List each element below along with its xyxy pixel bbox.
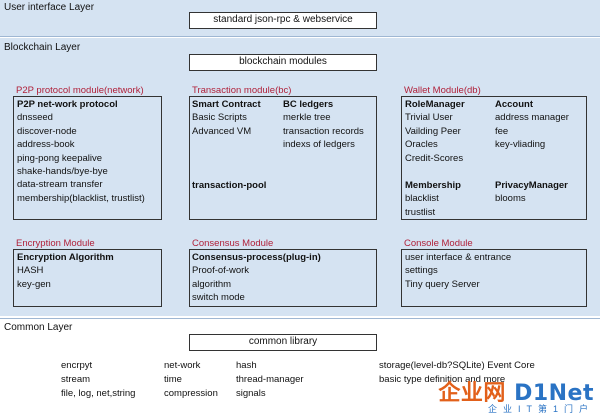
- list-item: Consensus-process(plug-in): [192, 252, 321, 263]
- common-col-4: storage(level-db?SQLite) Event Core basi…: [379, 359, 535, 387]
- role-manager-list: RoleManager Trivial User Vailding Peer O…: [405, 98, 465, 165]
- common-col-1: encrpyt stream file, log, net,string: [61, 359, 135, 400]
- smart-contract-list: Smart Contract Basic Scripts Advanced VM: [192, 98, 261, 138]
- bc-ledgers-list: BC ledgers merkle tree transaction recor…: [283, 98, 364, 152]
- console-module-box: user interface & entrance settings Tiny …: [401, 249, 587, 307]
- list-item: discover-node: [17, 125, 77, 137]
- p2p-module-box: P2P net-work protocol dnsseed discover-n…: [13, 96, 162, 220]
- list-item: blooms: [495, 193, 526, 205]
- list-item: settings: [405, 265, 438, 277]
- list-item: file, log, net,string: [61, 387, 136, 399]
- encryption-module-title: Encryption Module: [16, 238, 95, 249]
- list-item: HASH: [17, 265, 44, 277]
- list-item: compression: [164, 387, 218, 399]
- p2p-module-title: P2P protocol module(network): [16, 85, 144, 96]
- user-interface-layer: User interface Layer standard json-rpc &…: [0, 0, 600, 37]
- encryption-list: Encryption Algorithm HASH key-gen: [17, 251, 114, 291]
- list-item: Advanced VM: [192, 125, 252, 137]
- console-list: user interface & entrance settings Tiny …: [405, 251, 511, 291]
- list-item: basic type definition and more: [379, 373, 506, 385]
- account-list: Account address manager fee key-vliading: [495, 98, 569, 152]
- list-item: address-book: [17, 139, 75, 151]
- list-item: P2P net-work protocol: [17, 99, 118, 110]
- list-item: Trivial User: [405, 112, 453, 124]
- transaction-module-box: Smart Contract Basic Scripts Advanced VM…: [189, 96, 377, 220]
- consensus-module-box: Consensus-process(plug-in) Proof-of-work…: [189, 249, 377, 307]
- list-item: dnsseed: [17, 112, 53, 124]
- list-item: merkle tree: [283, 112, 331, 124]
- list-item: data-stream transfer: [17, 179, 103, 191]
- blockchain-modules-box: blockchain modules: [189, 54, 377, 71]
- list-item: hash: [236, 360, 257, 371]
- common-library-box: common library: [189, 334, 377, 351]
- p2p-list: P2P net-work protocol dnsseed discover-n…: [17, 98, 145, 205]
- list-item: Account: [495, 99, 533, 110]
- list-item: Basic Scripts: [192, 112, 247, 124]
- watermark-sub-text: 企业IT第1门户: [487, 404, 594, 414]
- consensus-list: Consensus-process(plug-in) Proof-of-work…: [192, 251, 321, 305]
- membership-list: Membership blacklist trustlist: [405, 179, 461, 219]
- list-item: address manager: [495, 112, 569, 124]
- list-item: membership(blacklist, trustlist): [17, 192, 145, 204]
- consensus-module-title: Consensus Module: [192, 238, 274, 249]
- list-item: encrpyt: [61, 360, 93, 371]
- list-item: Oracles: [405, 139, 438, 151]
- encryption-module-box: Encryption Algorithm HASH key-gen: [13, 249, 162, 307]
- list-item: key-vliading: [495, 139, 546, 151]
- blockchain-layer: Blockchain Layer blockchain modules P2P …: [0, 38, 600, 316]
- list-item: key-gen: [17, 278, 51, 290]
- transaction-pool-label: transaction-pool: [192, 180, 267, 191]
- common-layer: Common Layer common library encrpyt stre…: [0, 318, 600, 417]
- list-item: thread-manager: [236, 373, 304, 385]
- layer-title: Blockchain Layer: [4, 42, 81, 53]
- layer-title: Common Layer: [4, 322, 73, 333]
- json-rpc-box: standard json-rpc & webservice: [189, 12, 377, 29]
- wallet-module-title: Wallet Module(db): [404, 85, 481, 96]
- list-item: RoleManager: [405, 99, 465, 110]
- list-item: blacklist: [405, 193, 439, 205]
- list-item: Credit-Scores: [405, 152, 464, 164]
- list-item: time: [164, 373, 182, 385]
- list-item: transaction records: [283, 125, 364, 137]
- list-item: net-work: [164, 360, 201, 371]
- list-item: Encryption Algorithm: [17, 252, 114, 263]
- list-item: stream: [61, 373, 91, 385]
- list-item: Vailding Peer: [405, 125, 461, 137]
- transaction-module-title: Transaction module(bc): [192, 85, 292, 96]
- privacy-manager-list: PrivacyManager blooms: [495, 179, 568, 206]
- list-item: Smart Contract: [192, 99, 261, 110]
- watermark-main-text: 企业网 D1Net: [438, 375, 594, 407]
- list-item: signals: [236, 387, 266, 399]
- layer-title: User interface Layer: [4, 2, 95, 13]
- list-item: Tiny query Server: [405, 278, 480, 290]
- watermark-main-a: 企业网: [438, 381, 506, 406]
- list-item: ping-pong keepalive: [17, 152, 103, 164]
- list-item: storage(level-db?SQLite) Event Core: [379, 360, 535, 371]
- list-item: shake-hands/bye-bye: [17, 166, 108, 178]
- wallet-module-box: RoleManager Trivial User Vailding Peer O…: [401, 96, 587, 220]
- d1net-watermark-logo: 企业网 D1Net 企业IT第1门户: [438, 375, 598, 415]
- list-item: switch mode: [192, 292, 245, 304]
- common-col-2: net-work time compression: [164, 359, 218, 400]
- list-item: Membership: [405, 180, 461, 191]
- list-item: BC ledgers: [283, 99, 334, 110]
- list-item: algorithm: [192, 278, 232, 290]
- list-item: indexs of ledgers: [283, 139, 355, 151]
- common-col-3: hash thread-manager signals: [236, 359, 304, 400]
- watermark-main-b: D1Net: [514, 381, 594, 406]
- list-item: Proof-of-work: [192, 265, 250, 277]
- list-item: user interface & entrance: [405, 252, 512, 263]
- list-item: PrivacyManager: [495, 180, 568, 191]
- console-module-title: Console Module: [404, 238, 473, 249]
- list-item: trustlist: [405, 206, 436, 218]
- list-item: fee: [495, 125, 509, 137]
